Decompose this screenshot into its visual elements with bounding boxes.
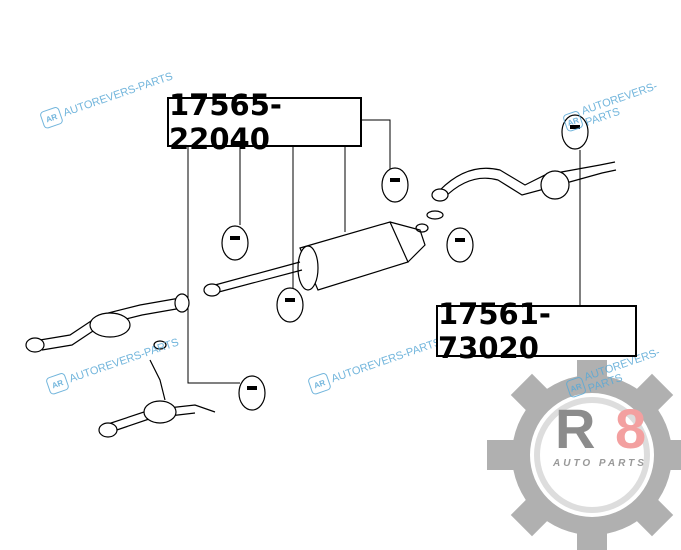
- center-pipe: [203, 261, 303, 297]
- svg-text:R: R: [555, 397, 595, 460]
- rubber-hangers: [221, 114, 589, 411]
- front-pipe: [25, 293, 216, 438]
- hanger-4: [446, 227, 474, 263]
- hanger-3: [381, 167, 409, 203]
- gasket: [415, 223, 429, 233]
- hanger-6: [561, 114, 589, 150]
- svg-text:AUTO PARTS: AUTO PARTS: [552, 458, 647, 469]
- r8-logo: R 8 AUTO PARTS: [487, 360, 681, 550]
- leader-lines: [187, 119, 581, 384]
- tail-pipe: [431, 161, 617, 202]
- part-number-label: 17561-73020: [436, 297, 637, 365]
- hanger-5: [238, 375, 266, 411]
- part-number-label: 17565-22040: [167, 88, 362, 156]
- gasket: [426, 210, 444, 220]
- svg-text:8: 8: [615, 397, 646, 460]
- hanger-2: [276, 287, 304, 323]
- hanger-1: [221, 225, 249, 261]
- muffler: [297, 221, 426, 291]
